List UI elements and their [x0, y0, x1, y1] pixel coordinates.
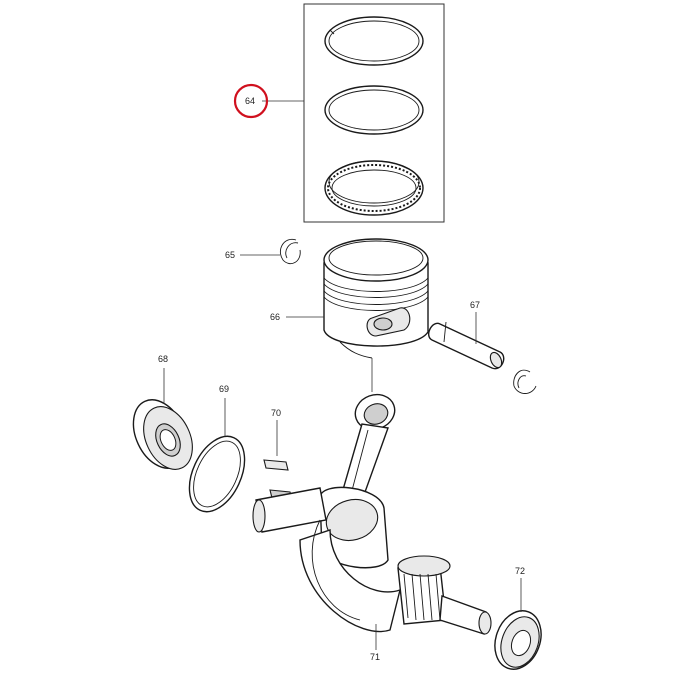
callout-64-highlight — [233, 83, 269, 119]
callout-64[interactable]: 64 — [245, 96, 255, 106]
piston-ring-set-group — [233, 3, 445, 223]
shim-washer[interactable] — [178, 428, 255, 521]
callout-72[interactable]: 72 — [515, 566, 525, 576]
crankshaft-assembly[interactable] — [252, 389, 492, 635]
callout-68[interactable]: 68 — [158, 354, 168, 364]
oil-seal-right[interactable] — [487, 604, 549, 675]
piston[interactable] — [323, 238, 429, 359]
piston-ring-second[interactable] — [324, 85, 424, 135]
piston-pin[interactable] — [428, 321, 505, 370]
callout-71[interactable]: 71 — [370, 652, 380, 662]
oil-seal-left[interactable] — [123, 391, 202, 477]
circlip-left[interactable] — [279, 238, 301, 264]
callout-67[interactable]: 67 — [470, 300, 480, 310]
callout-70[interactable]: 70 — [271, 408, 281, 418]
piston-ring-top[interactable] — [324, 16, 424, 66]
callout-69[interactable]: 69 — [219, 384, 229, 394]
piston-oil-ring[interactable] — [324, 160, 424, 216]
callout-65[interactable]: 65 — [225, 250, 235, 260]
callout-66[interactable]: 66 — [270, 312, 280, 322]
circlip-right[interactable] — [513, 369, 537, 394]
